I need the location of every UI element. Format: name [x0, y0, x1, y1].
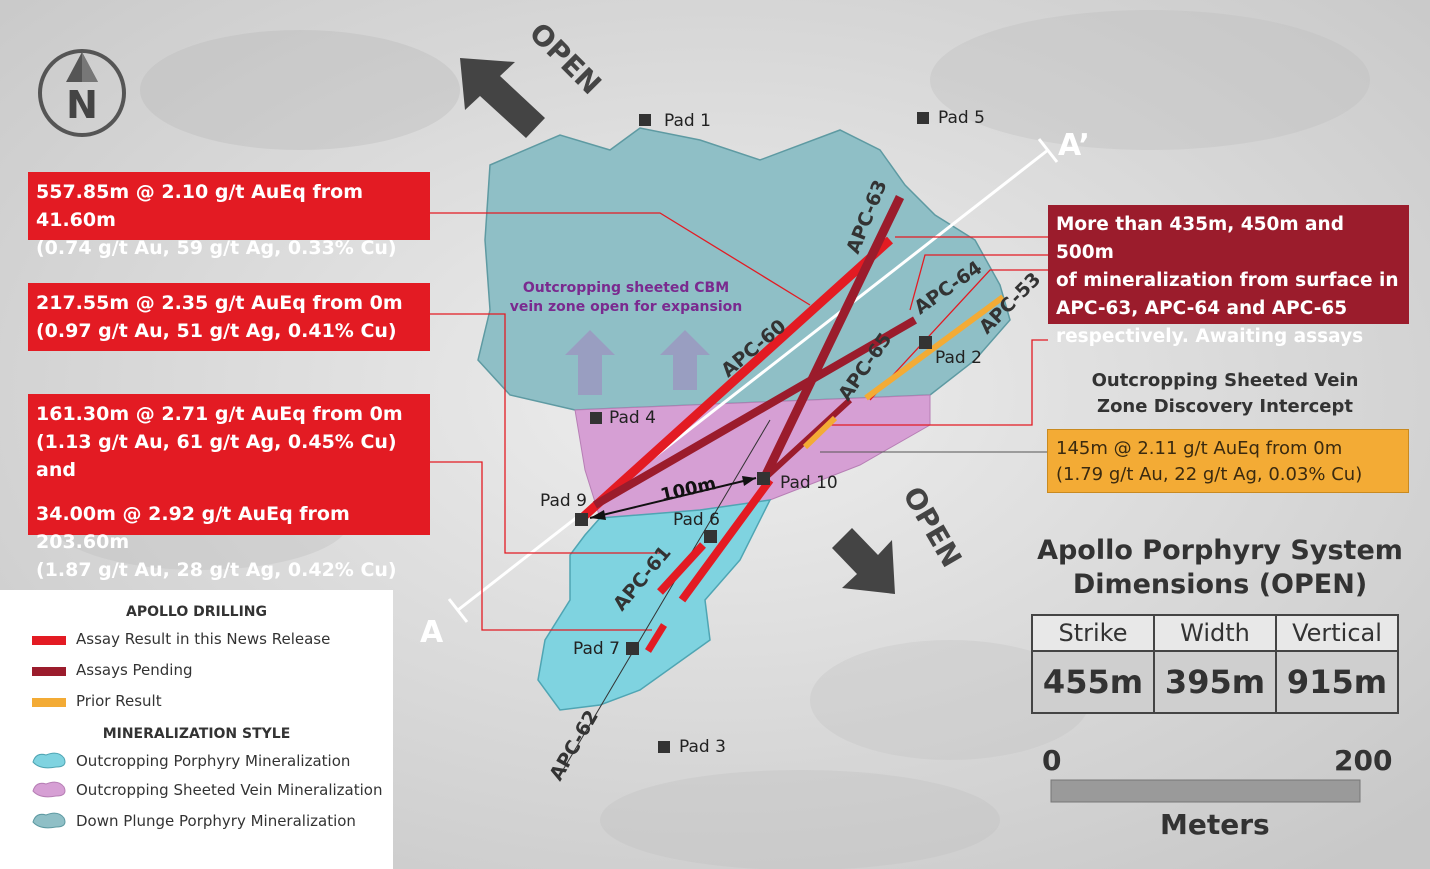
dim-value-vertical: 915m: [1275, 650, 1399, 714]
dim-header-width: Width: [1153, 614, 1277, 652]
legend-blob-vein: [32, 781, 66, 798]
callout-line: respectively. Awaiting assays: [1056, 326, 1364, 347]
pad-label-5: Pad 5: [938, 108, 985, 128]
expansion-arrows: [565, 330, 710, 395]
open-arrow-northwest: [460, 58, 545, 138]
pad-marker: [917, 112, 929, 124]
drill-segment-apc-63: [759, 195, 905, 481]
discovery-callout: 145m @ 2.11 g/t AuEq from 0m (1.79 g/t A…: [1047, 429, 1409, 493]
legend-swatch-assay: [32, 636, 66, 645]
drill-segment-apc-62: [645, 623, 667, 653]
dim-header-vertical: Vertical: [1275, 614, 1399, 652]
legend-item-pending: Assays Pending: [76, 661, 193, 679]
discovery-title: Outcropping Sheeted Vein Zone Discovery …: [1060, 368, 1390, 420]
legend-blob-down-plunge: [32, 812, 66, 829]
drill-segment-discovery: [802, 415, 838, 450]
section-tick-end: [1037, 138, 1059, 163]
assay-callout-apc-60: 557.85m @ 2.10 g/t AuEq from 41.60m (0.7…: [28, 172, 430, 259]
callout-line: 161.30m @ 2.71 g/t AuEq from 0m: [36, 403, 403, 425]
discovery-title-line: Zone Discovery Intercept: [1097, 396, 1353, 417]
pad-marker: [639, 114, 651, 126]
zone-note-line-1: Outcropping sheeted CBM: [523, 280, 729, 296]
pad-label-9: Pad 9: [540, 491, 587, 511]
pad-label-1: Pad 1: [664, 111, 711, 131]
section-label-a: A: [420, 615, 444, 650]
callout-line: (1.79 g/t Au, 22 g/t Ag, 0.03% Cu): [1056, 464, 1363, 485]
dimensions-title-line: Dimensions (OPEN): [1072, 569, 1368, 600]
legend-swatch-pending: [32, 667, 66, 676]
legend-item-prior: Prior Result: [76, 692, 162, 710]
callout-line: 557.85m @ 2.10 g/t AuEq from 41.60m: [36, 181, 363, 231]
dimensions-title-line: Apollo Porphyry System: [1037, 535, 1403, 566]
section-line: [457, 148, 1049, 612]
section-label-a-prime: A’: [1058, 128, 1090, 163]
open-arrow-southeast: [832, 528, 895, 594]
dim-header-strike: Strike: [1031, 614, 1155, 652]
dimensions-title: Apollo Porphyry System Dimensions (OPEN): [1010, 534, 1430, 602]
pending-callout: More than 435m, 450m and 500m of mineral…: [1048, 205, 1409, 347]
leader-lines: [430, 212, 1048, 631]
assay-callout-apc-61: 217.55m @ 2.35 g/t AuEq from 0m (0.97 g/…: [28, 283, 430, 351]
pad-label-2: Pad 2: [935, 348, 982, 368]
drill-trace-apc-62: [559, 419, 771, 776]
pad-marker: [757, 472, 770, 485]
section-tick-start: [447, 598, 469, 623]
legend-item-assay: Assay Result in this News Release: [76, 630, 331, 648]
drill-segment-apc-60-lower: [678, 477, 774, 603]
callout-line: APC-63, APC-64 and APC-65: [1056, 298, 1348, 319]
pad-label-7: Pad 7: [573, 639, 620, 659]
pad-label-4: Pad 4: [609, 408, 656, 428]
legend-item-porphyry: Outcropping Porphyry Mineralization: [76, 752, 351, 770]
legend: APOLLO DRILLING Assay Result in this New…: [0, 590, 393, 869]
callout-line: (0.74 g/t Au, 59 g/t Ag, 0.33% Cu): [36, 237, 397, 259]
discovery-title-line: Outcropping Sheeted Vein: [1091, 370, 1359, 391]
pad-label-6: Pad 6: [673, 510, 720, 530]
legend-item-down-plunge: Down Plunge Porphyry Mineralization: [76, 812, 356, 830]
callout-line: More than 435m, 450m and 500m: [1056, 214, 1344, 263]
dimensions-table: Strike Width Vertical 455m 395m 915m: [1031, 614, 1399, 714]
drill-segment-apc-53: [864, 294, 1005, 401]
dim-value-width: 395m: [1153, 650, 1277, 714]
pad-label-3: Pad 3: [679, 737, 726, 757]
distance-arrowhead-right: [742, 476, 756, 486]
callout-line: (0.97 g/t Au, 51 g/t Ag, 0.41% Cu): [36, 320, 397, 342]
drill-segment-apc-60: [578, 236, 894, 522]
scale-bar: [1050, 779, 1361, 803]
legend-blob-porphyry: [32, 752, 66, 769]
dim-value-strike: 455m: [1031, 650, 1155, 714]
callout-line: 145m @ 2.11 g/t AuEq from 0m: [1056, 438, 1343, 459]
callout-line: of mineralization from surface in: [1056, 270, 1399, 291]
legend-item-vein: Outcropping Sheeted Vein Mineralization: [76, 781, 383, 799]
callout-line: 217.55m @ 2.35 g/t AuEq from 0m: [36, 292, 403, 314]
assay-callout-apc-62: 161.30m @ 2.71 g/t AuEq from 0m (1.13 g/…: [28, 394, 430, 581]
pad-marker: [575, 513, 588, 526]
distance-measure: [589, 477, 757, 519]
north-arrow-icon: N: [38, 49, 126, 137]
legend-heading-style: MINERALIZATION STYLE: [102, 726, 291, 742]
callout-line: (1.13 g/t Au, 61 g/t Ag, 0.45% Cu) and: [36, 431, 397, 481]
north-label: N: [66, 83, 98, 127]
pad-marker: [704, 530, 717, 543]
zone-note-line-2: vein zone open for expansion: [510, 299, 743, 315]
pad-label-10: Pad 10: [780, 473, 838, 493]
pad-marker: [590, 412, 602, 424]
drill-segment-apc-65: [761, 397, 853, 482]
pad-marker: [919, 336, 932, 349]
drill-segment-apc-61: [657, 542, 706, 595]
legend-heading-drilling: APOLLO DRILLING: [126, 604, 267, 620]
pad-marker: [658, 741, 670, 753]
distance-arrowhead-left: [590, 510, 606, 520]
legend-swatch-prior: [32, 698, 66, 707]
callout-line: 34.00m @ 2.92 g/t AuEq from 203.60m: [36, 503, 350, 553]
scale-end: 200: [1334, 744, 1393, 777]
scale-unit: Meters: [1160, 808, 1270, 841]
callout-line: (1.87 g/t Au, 28 g/t Ag, 0.42% Cu): [36, 559, 397, 581]
pad-marker: [626, 642, 639, 655]
scale-start: 0: [1042, 744, 1062, 777]
drill-segment-apc-64: [592, 316, 918, 509]
